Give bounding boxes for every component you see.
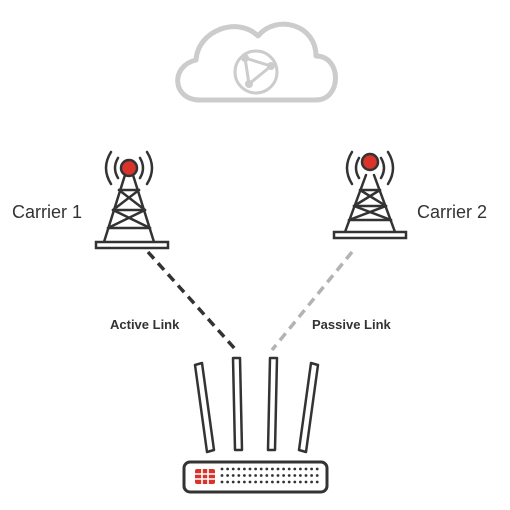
router-port-dot (237, 480, 241, 484)
router-port-dot (237, 467, 241, 471)
router-port-dot (282, 480, 285, 484)
router-port-dot (226, 474, 230, 477)
active-link-label: Active Link (110, 317, 180, 332)
router-port-dot (265, 480, 269, 484)
cell-tower-left (94, 150, 170, 250)
router-port-dot (237, 474, 241, 477)
router-port-dot (271, 467, 274, 471)
router-port-dot (231, 467, 235, 471)
router-port-dot (254, 467, 257, 471)
router-port-dot (265, 474, 269, 477)
globe-network-icon (233, 49, 279, 95)
tower-left-beacon (119, 158, 139, 178)
router-port-dot (243, 480, 246, 484)
router-port-dot (226, 467, 230, 471)
router-port-dot (287, 474, 291, 477)
router-port-dot (231, 480, 235, 484)
router-port-dot (315, 467, 319, 471)
active-link-line (146, 250, 238, 352)
carrier-2-label: Carrier 2 (417, 202, 488, 222)
router-port-dot (254, 480, 257, 484)
router-port-dot (254, 474, 257, 477)
router-port-dot (271, 474, 274, 477)
router-port-dot (276, 474, 280, 477)
router-port-dot (310, 467, 313, 471)
router-port-dot (282, 467, 285, 471)
router-port-dot (293, 474, 297, 477)
router-port-dot (287, 480, 291, 484)
lte-router-icon (182, 356, 329, 494)
passive-link-label: Passive Link (312, 317, 391, 332)
router-port-dot (293, 480, 297, 484)
router-port-dot (248, 467, 252, 471)
router-port-dot (304, 467, 308, 471)
router-port-dot (299, 474, 302, 477)
router-port-dot (231, 474, 235, 477)
router-port-dot (259, 480, 263, 484)
router-port-dot (315, 474, 319, 477)
router-logo-icon (195, 469, 215, 484)
router-port-grid (220, 467, 319, 484)
router-body (182, 460, 329, 494)
cell-tower-right (332, 150, 408, 240)
router-port-dot (310, 480, 313, 484)
router-port-dot (304, 474, 308, 477)
carrier-1-label: Carrier 1 (12, 202, 83, 222)
passive-link-line (270, 250, 354, 352)
router-port-dot (310, 474, 313, 477)
router-port-dot (271, 480, 274, 484)
router-port-dot (299, 467, 302, 471)
router-port-dot (282, 474, 285, 477)
router-port-dot (248, 480, 252, 484)
router-port-dot (287, 467, 291, 471)
router-port-dot (259, 467, 263, 471)
router-port-dot (276, 467, 280, 471)
router-port-dot (243, 474, 246, 477)
router-port-dot (220, 480, 224, 484)
router-port-dot (220, 467, 224, 471)
router-port-dot (226, 480, 230, 484)
router-port-dot (293, 467, 297, 471)
router-port-dot (276, 480, 280, 484)
router-port-dot (243, 467, 246, 471)
router-port-dot (315, 480, 319, 484)
router-antennas (193, 356, 320, 454)
router-port-dot (265, 467, 269, 471)
router-port-dot (304, 480, 308, 484)
router-port-dot (220, 474, 224, 477)
router-port-dot (248, 474, 252, 477)
tower-right-beacon (360, 152, 380, 172)
router-port-dot (259, 474, 263, 477)
cloud-network-icon (175, 21, 338, 103)
router-port-dot (299, 480, 302, 484)
